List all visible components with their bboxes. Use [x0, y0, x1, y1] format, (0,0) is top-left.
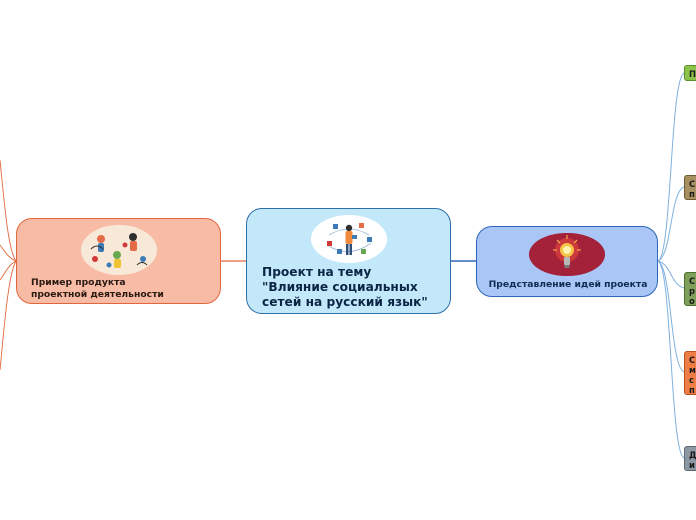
- subtopic-5[interactable]: Д и: [684, 446, 696, 471]
- link-left-branch-2: [0, 245, 16, 261]
- social-network-person-icon: [311, 215, 387, 263]
- subtopic-3-label: С р о: [689, 276, 695, 306]
- topic-product-example[interactable]: Пример продукта проектной деятельности: [16, 218, 221, 304]
- topic-product-example-label: Пример продукта проектной деятельности: [31, 277, 211, 301]
- subtopic-4-label: С м с п: [689, 355, 696, 395]
- link-left-branch-4: [0, 261, 16, 370]
- link-left-branch-1: [0, 160, 16, 261]
- central-topic[interactable]: Проект на тему "Влияние социальных сетей…: [246, 208, 451, 314]
- topic-project-ideas-label: Представление идей проекта: [477, 279, 659, 291]
- subtopic-2-label: С п: [689, 179, 695, 199]
- lightbulb-icon: [529, 233, 605, 276]
- link-right-sub-5: [658, 261, 684, 458]
- subtopic-3[interactable]: С р о: [684, 272, 696, 306]
- subtopic-2[interactable]: С п: [684, 175, 696, 200]
- people-collage-icon: [81, 225, 157, 275]
- link-right-sub-4: [658, 261, 684, 372]
- subtopic-1[interactable]: П: [684, 65, 696, 81]
- central-topic-label: Проект на тему "Влияние социальных сетей…: [262, 265, 447, 310]
- link-right-sub-2: [658, 187, 684, 261]
- topic-project-ideas[interactable]: Представление идей проекта: [476, 226, 658, 297]
- link-left-branch-3: [0, 261, 16, 280]
- subtopic-4[interactable]: С м с п: [684, 351, 696, 395]
- link-right-sub-3: [658, 261, 684, 288]
- subtopic-5-label: Д и: [689, 450, 696, 470]
- subtopic-1-label: П: [689, 69, 696, 79]
- link-right-sub-1: [658, 73, 684, 261]
